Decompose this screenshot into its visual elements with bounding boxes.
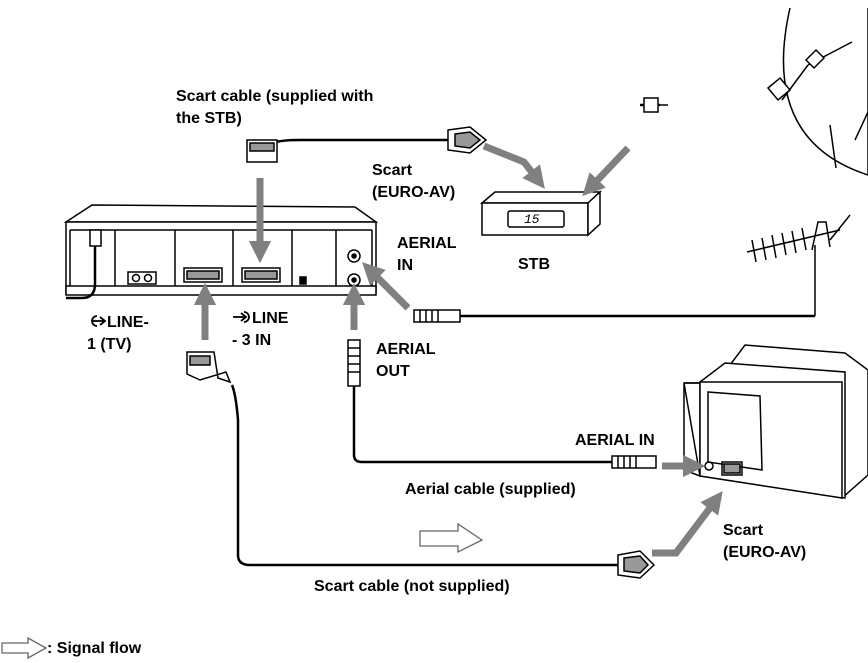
line3-in-label: LINE - 3 IN [232,310,289,349]
stb-display-text: 15 [524,212,540,227]
f-plug-satellite [643,97,668,113]
stb-label: STB [518,256,550,273]
arrow-out-of-circle-icon [91,315,107,327]
legend-signal-flow-label: : Signal flow [47,640,142,657]
scart-plug-stb [447,126,488,154]
arrow-aerial-to-vcr-in [362,262,411,311]
vcr-aerial-out-label: AERIAL OUT [376,341,436,380]
arrow-scart-to-tv [652,491,723,557]
television [683,344,868,500]
scart-plug-tv [617,550,656,579]
hollow-arrow-icon [1,636,48,660]
arrow-scart-to-stb [482,142,545,189]
aerial-cable-label: Aerial cable (supplied) [405,481,576,498]
arrow-satellite-to-stb [582,145,631,197]
line1-tv-label: LINE- 1 (TV) [87,314,149,353]
aerial-plug-vcr-out [347,339,361,387]
vcr-rear-panel [63,204,379,300]
aerial-plug-tv [611,455,657,469]
tv-scart-euro-av-label: Scart (EURO-AV) [723,522,807,561]
connection-arrows [193,142,723,557]
satellite-dish [766,7,868,176]
aerial-plug-vcr-in [413,309,461,323]
scart-plug-vcr-top [246,139,278,163]
tv-aerial-in-label: AERIAL IN [575,432,655,449]
scart-cable-not-supplied-label: Scart cable (not supplied) [314,578,510,595]
scart-cable-not-supplied-wire [230,384,618,567]
scart-plug-vcr-bottom [186,351,232,384]
hollow-arrow-icon [419,522,484,554]
scart-cable-stb-wire [263,138,448,151]
arrow-into-circle-icon [233,311,250,323]
set-top-box [479,190,602,237]
stb-scart-euro-av-label: Scart (EURO-AV) [372,162,456,201]
scart-cable-stb-label: Scart cable (supplied with the STB) [176,88,374,127]
terrestrial-aerial [746,214,851,316]
vcr-aerial-in-label: AERIAL IN [397,235,457,274]
plugs [186,97,668,579]
